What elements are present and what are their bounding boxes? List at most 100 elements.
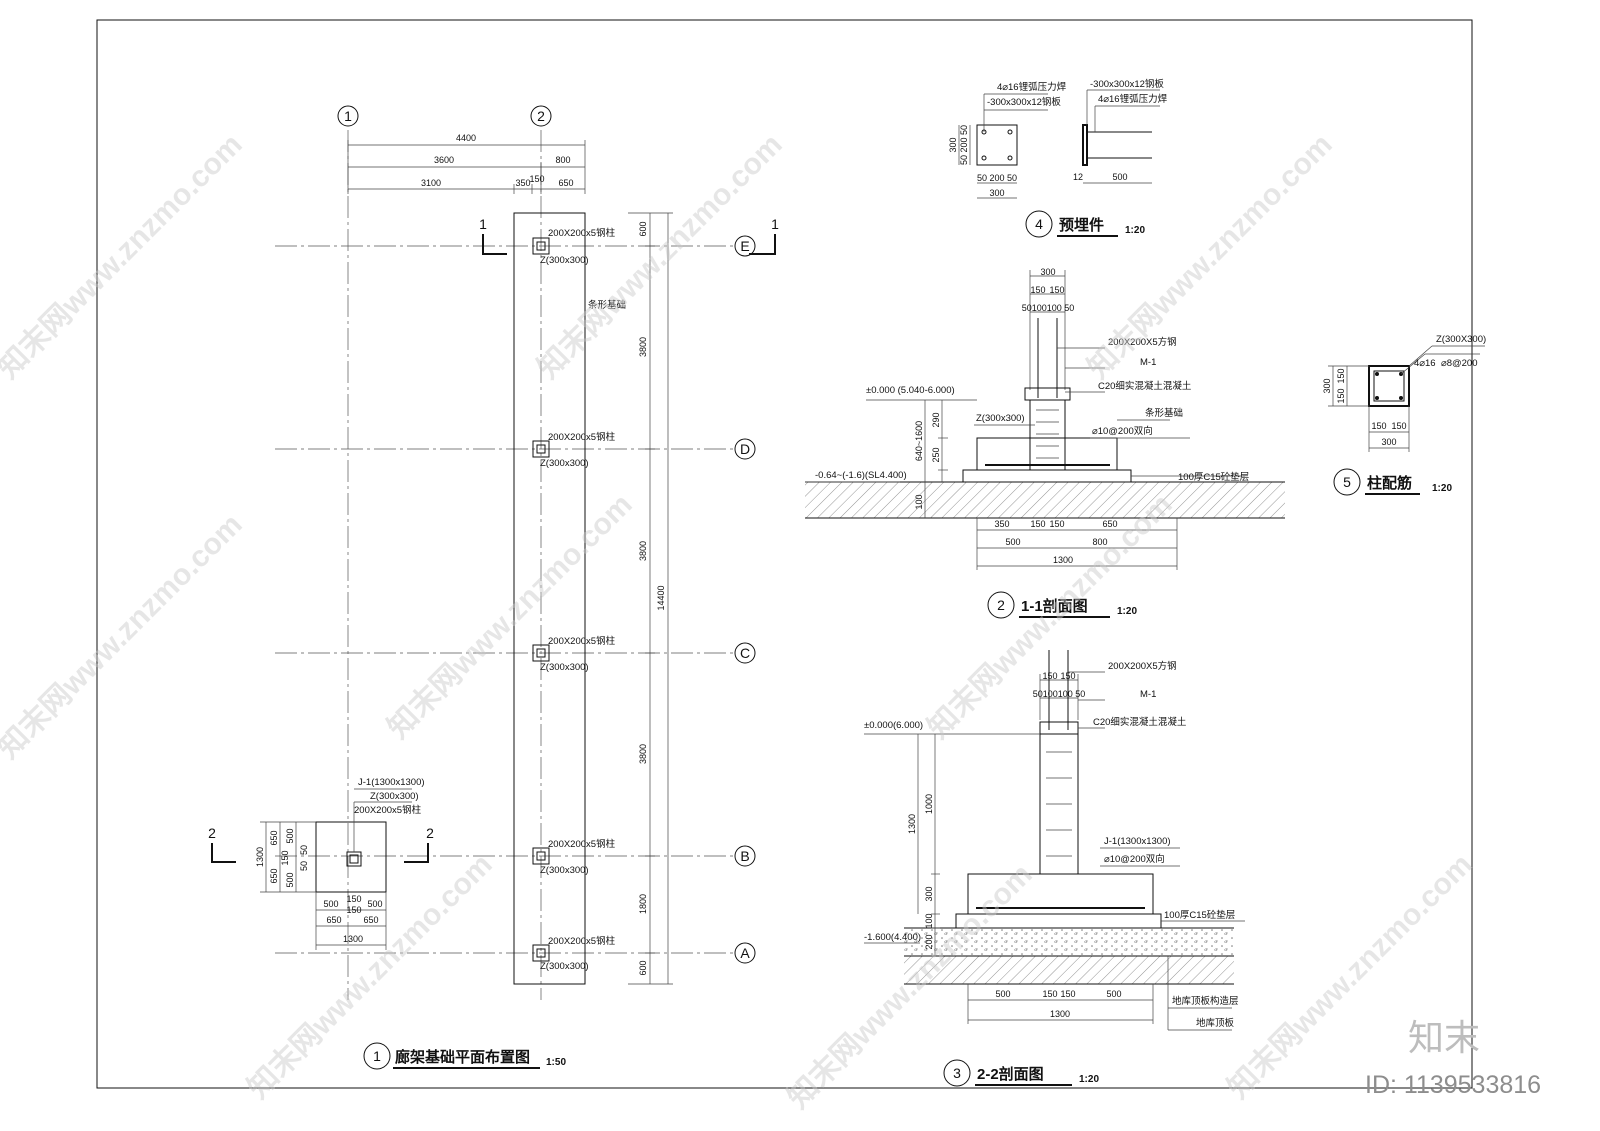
axis-bubble-e <box>734 235 756 257</box>
axis-label-d: D <box>740 441 750 457</box>
sec2-dim-b150a: 150 <box>1042 989 1057 999</box>
footing-dim-150-mid: 150 <box>346 905 361 915</box>
sheet-border <box>96 19 1473 1089</box>
watermark-text: 知末网www.znzmo.com <box>1082 128 1339 385</box>
embed-dim-200: 200 <box>959 137 969 152</box>
section-2-2: 150 150 50100100 50 200X200X5方钢 M-1 C20细… <box>864 650 1245 1087</box>
rebar-dim-b150b: 150 <box>1391 421 1406 431</box>
embed-dim-300: 300 <box>948 137 958 152</box>
column-d: 200X200x5钢柱 Z(300x300) <box>532 431 616 469</box>
dim-4400: 4400 <box>456 133 476 143</box>
watermark-text: 知末网www.znzmo.com <box>0 508 249 765</box>
sec1-level-top: ±0.000 (5.040-6.000) <box>866 385 955 396</box>
rebar-dim-150a: 150 <box>1336 368 1346 383</box>
title-number-1: 1 <box>373 1048 381 1064</box>
section-mark-1-left: 1 <box>479 216 487 232</box>
axis-bubble-1 <box>337 105 359 127</box>
sec1-level-bottom: -0.64~(-1.6)(SL4.400) <box>815 470 907 481</box>
section-1-1: 300 150 150 50100100 50 200X200X5方钢 M-1 … <box>805 267 1285 619</box>
column-label: 200X200x5钢柱 <box>548 838 616 850</box>
sec2-label-roof-slab: 地库顶板 <box>1196 1017 1235 1029</box>
sec1-label-concrete: C20细实混凝土混凝土 <box>1098 380 1192 392</box>
watermark-text: 知末网www.znzmo.com <box>0 128 249 385</box>
title-bubble-2 <box>987 591 1015 619</box>
sec2-dim-b150b: 150 <box>1060 989 1075 999</box>
footing-dim-500a: 500 <box>285 828 295 843</box>
pier-label: Z(300x300) <box>540 662 589 673</box>
axis-bubble-c <box>734 642 756 664</box>
sec1-label-rebar: ⌀10@200双向 <box>1092 425 1153 437</box>
embed-dim-50b: 50 <box>959 155 969 165</box>
footing-dim-500-left: 500 <box>323 899 338 909</box>
axis-label-e: E <box>740 238 749 254</box>
sec1-scale: 1:20 <box>1117 606 1137 617</box>
title-number-3: 3 <box>953 1065 961 1081</box>
column-label: 200X200x5钢柱 <box>548 935 616 947</box>
sec2-label-steel: 200X200X5方钢 <box>1108 660 1177 672</box>
dim-150: 150 <box>529 174 544 184</box>
sec1-dim-300: 300 <box>1040 267 1055 277</box>
sec1-label-steel: 200X200X5方钢 <box>1108 336 1177 348</box>
embed-side-label-rebar: 4⌀16锂弧压力焊 <box>1098 93 1168 105</box>
column-rebar-detail: Z(300X300) 4⌀16 ⌀8@200 300 150 150 150 1… <box>1322 334 1486 496</box>
embed-dim-50a: 50 <box>959 125 969 135</box>
sec1-dim-150a: 150 <box>1030 285 1045 295</box>
sec1-dim-b1300: 1300 <box>1053 555 1073 565</box>
title-number-4: 4 <box>1035 216 1043 232</box>
footing-j1: J-1(1300x1300) Z(300x300) 200X200x5钢柱 2 … <box>208 777 434 950</box>
embedded-part-detail: 4⌀16锂弧压力焊 -300x300x12钢板 300 50 200 50 50… <box>948 78 1168 238</box>
section-mark-2-left: 2 <box>208 825 216 841</box>
axis-bubble-2 <box>530 105 552 127</box>
sec2-label-m1: M-1 <box>1140 689 1156 700</box>
sec2-dim-100: 100 <box>924 913 934 928</box>
embed-label-rebar: 4⌀16锂弧压力焊 <box>997 81 1067 93</box>
sec1-dim-150b: 150 <box>1049 285 1064 295</box>
sec2-dim-small: 50100100 50 <box>1033 689 1086 699</box>
embed-dim-b50b: 50 <box>1007 173 1017 183</box>
sec2-dim-b500a: 500 <box>995 989 1010 999</box>
column-a: 200X200x5钢柱 Z(300x300) <box>532 935 616 972</box>
sec2-label-bedding: 100厚C15砼垫层 <box>1164 909 1235 921</box>
title-bubble-3 <box>943 1059 971 1087</box>
sec2-label-rebar: ⌀10@200双向 <box>1104 853 1165 865</box>
footing-dim-500-right: 500 <box>367 899 382 909</box>
rebar-dim-b150a: 150 <box>1371 421 1386 431</box>
colrebar-scale: 1:20 <box>1432 483 1452 494</box>
title-number-2: 2 <box>997 597 1005 613</box>
sec2-label-roof-layer: 地库顶板构造层 <box>1172 995 1239 1007</box>
sec1-dim-small: 50100100 50 <box>1022 303 1075 313</box>
dim-3800-1: 3800 <box>638 337 648 357</box>
pier-label: Z(300x300) <box>540 961 589 972</box>
sec2-dim-1000: 1000 <box>924 794 934 814</box>
footing-column-label: 200X200x5钢柱 <box>354 804 422 816</box>
embed-dim-b300: 300 <box>989 188 1004 198</box>
sec1-dim-depth: 640~1600 <box>914 421 924 461</box>
pier-label: Z(300x300) <box>540 255 589 266</box>
axis-label-b: B <box>740 848 749 864</box>
footing-pier-label: Z(300x300) <box>370 791 419 802</box>
dim-600-top: 600 <box>638 221 648 236</box>
sec2-label-concrete: C20细实混凝土混凝土 <box>1093 716 1187 728</box>
sec2-dim-200: 200 <box>924 934 934 949</box>
watermark-text: 知末网www.znzmo.com <box>1222 848 1479 1105</box>
axis-label-c: C <box>740 645 750 661</box>
plan-scale: 1:50 <box>546 1057 566 1068</box>
pier-label: Z(300x300) <box>540 458 589 469</box>
column-label: 200X200x5钢柱 <box>548 431 616 443</box>
watermark-brand: 知末 <box>1408 1017 1480 1058</box>
title-bubble-1 <box>363 1042 391 1070</box>
sec1-label-m1: M-1 <box>1140 357 1156 368</box>
sec2-dim-150a: 150 <box>1042 671 1057 681</box>
axis-label-a: A <box>740 945 750 961</box>
axis-bubble-a <box>734 942 756 964</box>
dim-3100: 3100 <box>421 178 441 188</box>
rebar-dim-150b: 150 <box>1336 388 1346 403</box>
embed-dim-500: 500 <box>1112 172 1127 182</box>
embed-dim-b50a: 50 <box>977 173 987 183</box>
sec1-dim-290: 290 <box>931 412 941 427</box>
axis-bubble-b <box>734 845 756 867</box>
plan-title: 廊架基础平面布置图 <box>395 1048 530 1066</box>
column-label: 200X200x5钢柱 <box>548 635 616 647</box>
embed-scale: 1:20 <box>1125 225 1145 236</box>
colrebar-title: 柱配筋 <box>1367 474 1412 492</box>
